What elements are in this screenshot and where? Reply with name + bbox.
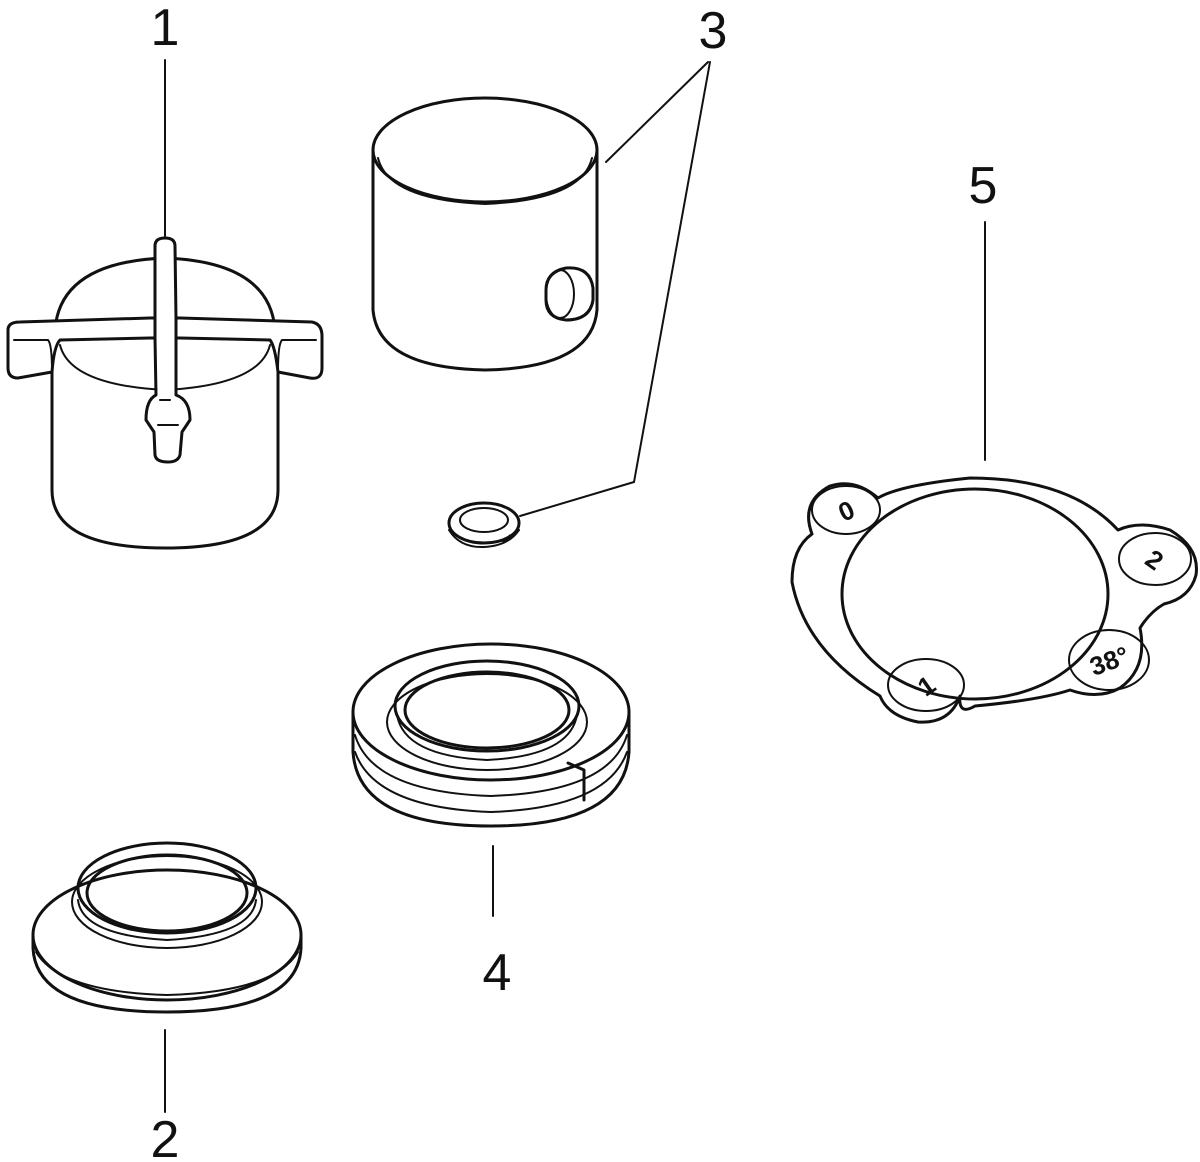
- dial-mark-temp: 38°: [1086, 640, 1133, 682]
- part-5-dial-plate: 0 2 38° 1: [790, 476, 1198, 724]
- leader-lines: [164, 59, 986, 1113]
- part-3-clip-ring: [447, 501, 521, 549]
- dial-mark-1: 1: [912, 669, 941, 702]
- part-2-escutcheon: [31, 841, 303, 1014]
- dial-mark-off: 0: [834, 494, 860, 527]
- callout-part-2: 2: [151, 1111, 180, 1162]
- callout-labels: 1 2 3 4 5: [151, 0, 998, 1162]
- part-4-cover-ring: [351, 642, 631, 828]
- callout-part-1: 1: [151, 0, 180, 57]
- callout-part-5: 5: [969, 157, 998, 215]
- callout-part-4: 4: [483, 944, 512, 1002]
- part-3-knob: [371, 96, 599, 372]
- dial-mark-2: 2: [1140, 543, 1169, 576]
- part-1-cross-handle: [6, 236, 324, 550]
- callout-part-3: 3: [699, 2, 728, 60]
